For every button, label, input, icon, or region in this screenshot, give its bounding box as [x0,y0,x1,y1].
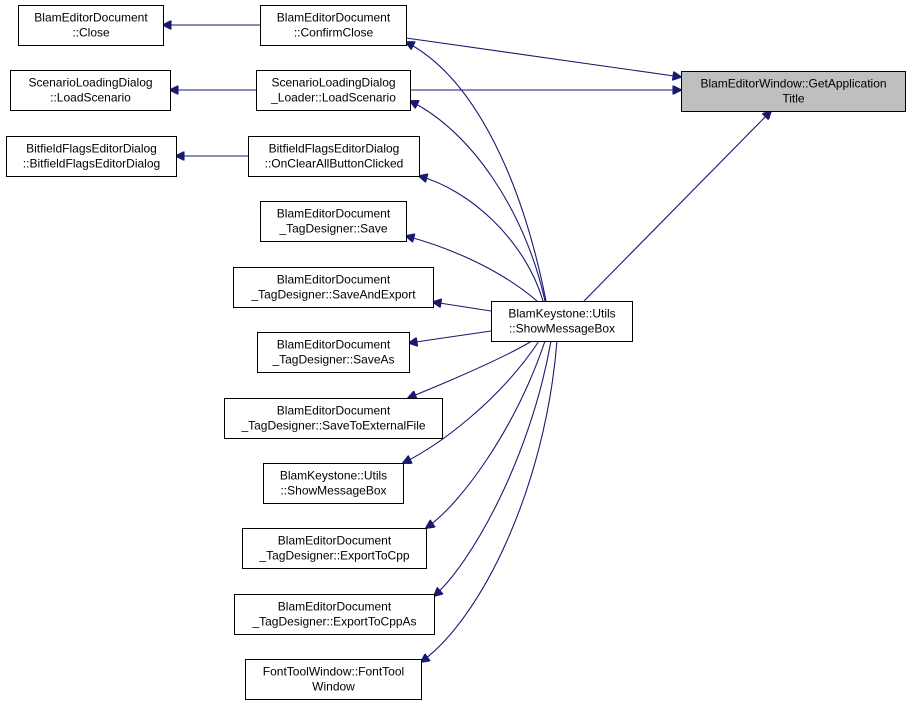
node-td_save[interactable]: BlamEditorDocument_TagDesigner::Save [260,201,407,242]
edge-line [419,176,544,302]
node-loadscenario_loader[interactable]: ScenarioLoadingDialog_Loader::LoadScenar… [256,70,411,111]
edge-showmsg_main-to-fonttool [421,340,558,662]
node-loadscenario_dlg[interactable]: ScenarioLoadingDialog::LoadScenario [10,70,171,111]
edge-line [406,236,538,302]
node-td_saveas[interactable]: BlamEditorDocument_TagDesigner::SaveAs [257,332,410,373]
node-label-line: BlamEditorWindow::GetApplication [700,77,886,91]
node-box [234,594,435,635]
node-box [681,71,906,112]
node-label-line: ::OnClearAllButtonClicked [265,157,404,171]
node-label-line: Title [782,92,805,106]
node-label-line: ::Close [72,26,110,40]
node-box [6,136,177,177]
edge-showmsg_main-to-loadscenario_loader [410,101,546,302]
node-label-line: BlamEditorDocument [34,11,148,25]
node-label-line: ScenarioLoadingDialog [28,76,152,90]
node-label-line: BlamKeystone::Utils [280,469,387,483]
node-label-line: _TagDesigner::Save [278,222,387,236]
node-label-line: ::ShowMessageBox [280,484,386,498]
node-label-line: _TagDesigner::SaveToExternalFile [240,419,425,433]
edge-showmsg_main-to-td_exportcppas [434,340,552,596]
node-label-line: BlamEditorDocument [277,11,391,25]
node-box [257,332,410,373]
edge-line [405,37,681,77]
node-label-line: ::ShowMessageBox [509,322,615,336]
node-bitfield_clear[interactable]: BitfieldFlagsEditorDialog::OnClearAllBut… [248,136,420,177]
node-box [245,659,422,700]
node-label-line: ScenarioLoadingDialog [271,76,395,90]
edge-line [583,111,771,302]
node-label-line: BlamEditorDocument [277,338,391,352]
node-box [233,267,434,308]
edge-showmsg_main-to-td_saveas [409,330,492,343]
node-label-line: BlamEditorDocument [278,534,392,548]
node-td_exportcppas[interactable]: BlamEditorDocument_TagDesigner::ExportTo… [234,594,435,635]
node-box [256,70,411,111]
edge-confirmclose-to-getapptitle [405,37,681,77]
node-td_saveexport[interactable]: BlamEditorDocument_TagDesigner::SaveAndE… [233,267,434,308]
node-label-line: BlamEditorDocument [278,600,392,614]
node-label-line: _Loader::LoadScenario [270,91,396,105]
edge-line [433,302,492,312]
node-box [10,70,171,111]
node-close[interactable]: BlamEditorDocument::Close [18,5,164,46]
edge-line [434,340,552,596]
edge-showmsg_main-to-td_saveexport [433,302,492,312]
node-label-line: FontToolWindow::FontTool [263,665,404,679]
node-box [242,528,427,569]
edge-showmsg_main-to-getapptitle [583,111,771,302]
node-label-line: ::BitfieldFlagsEditorDialog [23,157,160,171]
edge-line [408,340,533,398]
edge-showmsg_main-to-showmsg_a [403,340,540,463]
edge-line [409,330,492,343]
edge-line [421,340,558,662]
node-label-line: BitfieldFlagsEditorDialog [269,142,400,156]
node-fonttool[interactable]: FontToolWindow::FontToolWindow [245,659,422,700]
node-label-line: _TagDesigner::SaveAndExport [250,288,416,302]
edge-line [426,340,546,528]
node-box [491,301,633,342]
node-box [248,136,420,177]
node-label-line: _TagDesigner::ExportToCpp [258,549,409,563]
node-label-line: BlamEditorDocument [277,207,391,221]
node-label-line: _TagDesigner::SaveAs [271,353,394,367]
edges-layer [163,25,771,662]
edge-showmsg_main-to-confirmclose [406,42,547,302]
edge-line [403,340,540,463]
node-td_saveext[interactable]: BlamEditorDocument_TagDesigner::SaveToEx… [224,398,443,439]
edge-showmsg_main-to-td_save [406,236,538,302]
node-box [260,5,407,46]
node-box [260,201,407,242]
node-box [263,463,404,504]
node-label-line: BlamEditorDocument [277,404,391,418]
nodes-layer: BlamEditorDocument::CloseBlamEditorDocum… [6,5,906,700]
node-label-line: BitfieldFlagsEditorDialog [26,142,157,156]
edge-line [406,42,547,302]
edge-line [410,101,546,302]
node-label-line: ::ConfirmClose [294,26,374,40]
node-box [18,5,164,46]
node-box [224,398,443,439]
node-label-line: _TagDesigner::ExportToCppAs [251,615,416,629]
node-label-line: ::LoadScenario [50,91,131,105]
node-bitfield_ctor[interactable]: BitfieldFlagsEditorDialog::BitfieldFlags… [6,136,177,177]
node-label-line: BlamEditorDocument [277,273,391,287]
edge-showmsg_main-to-bitfield_clear [419,176,544,302]
node-label-line: BlamKeystone::Utils [508,307,615,321]
node-showmsg_a[interactable]: BlamKeystone::Utils::ShowMessageBox [263,463,404,504]
node-showmsg_main[interactable]: BlamKeystone::Utils::ShowMessageBox [491,301,633,342]
node-td_exportcpp[interactable]: BlamEditorDocument_TagDesigner::ExportTo… [242,528,427,569]
node-label-line: Window [312,680,355,694]
edge-showmsg_main-to-td_exportcpp [426,340,546,528]
edge-showmsg_main-to-td_saveext [408,340,533,398]
node-confirmclose[interactable]: BlamEditorDocument::ConfirmClose [260,5,407,46]
